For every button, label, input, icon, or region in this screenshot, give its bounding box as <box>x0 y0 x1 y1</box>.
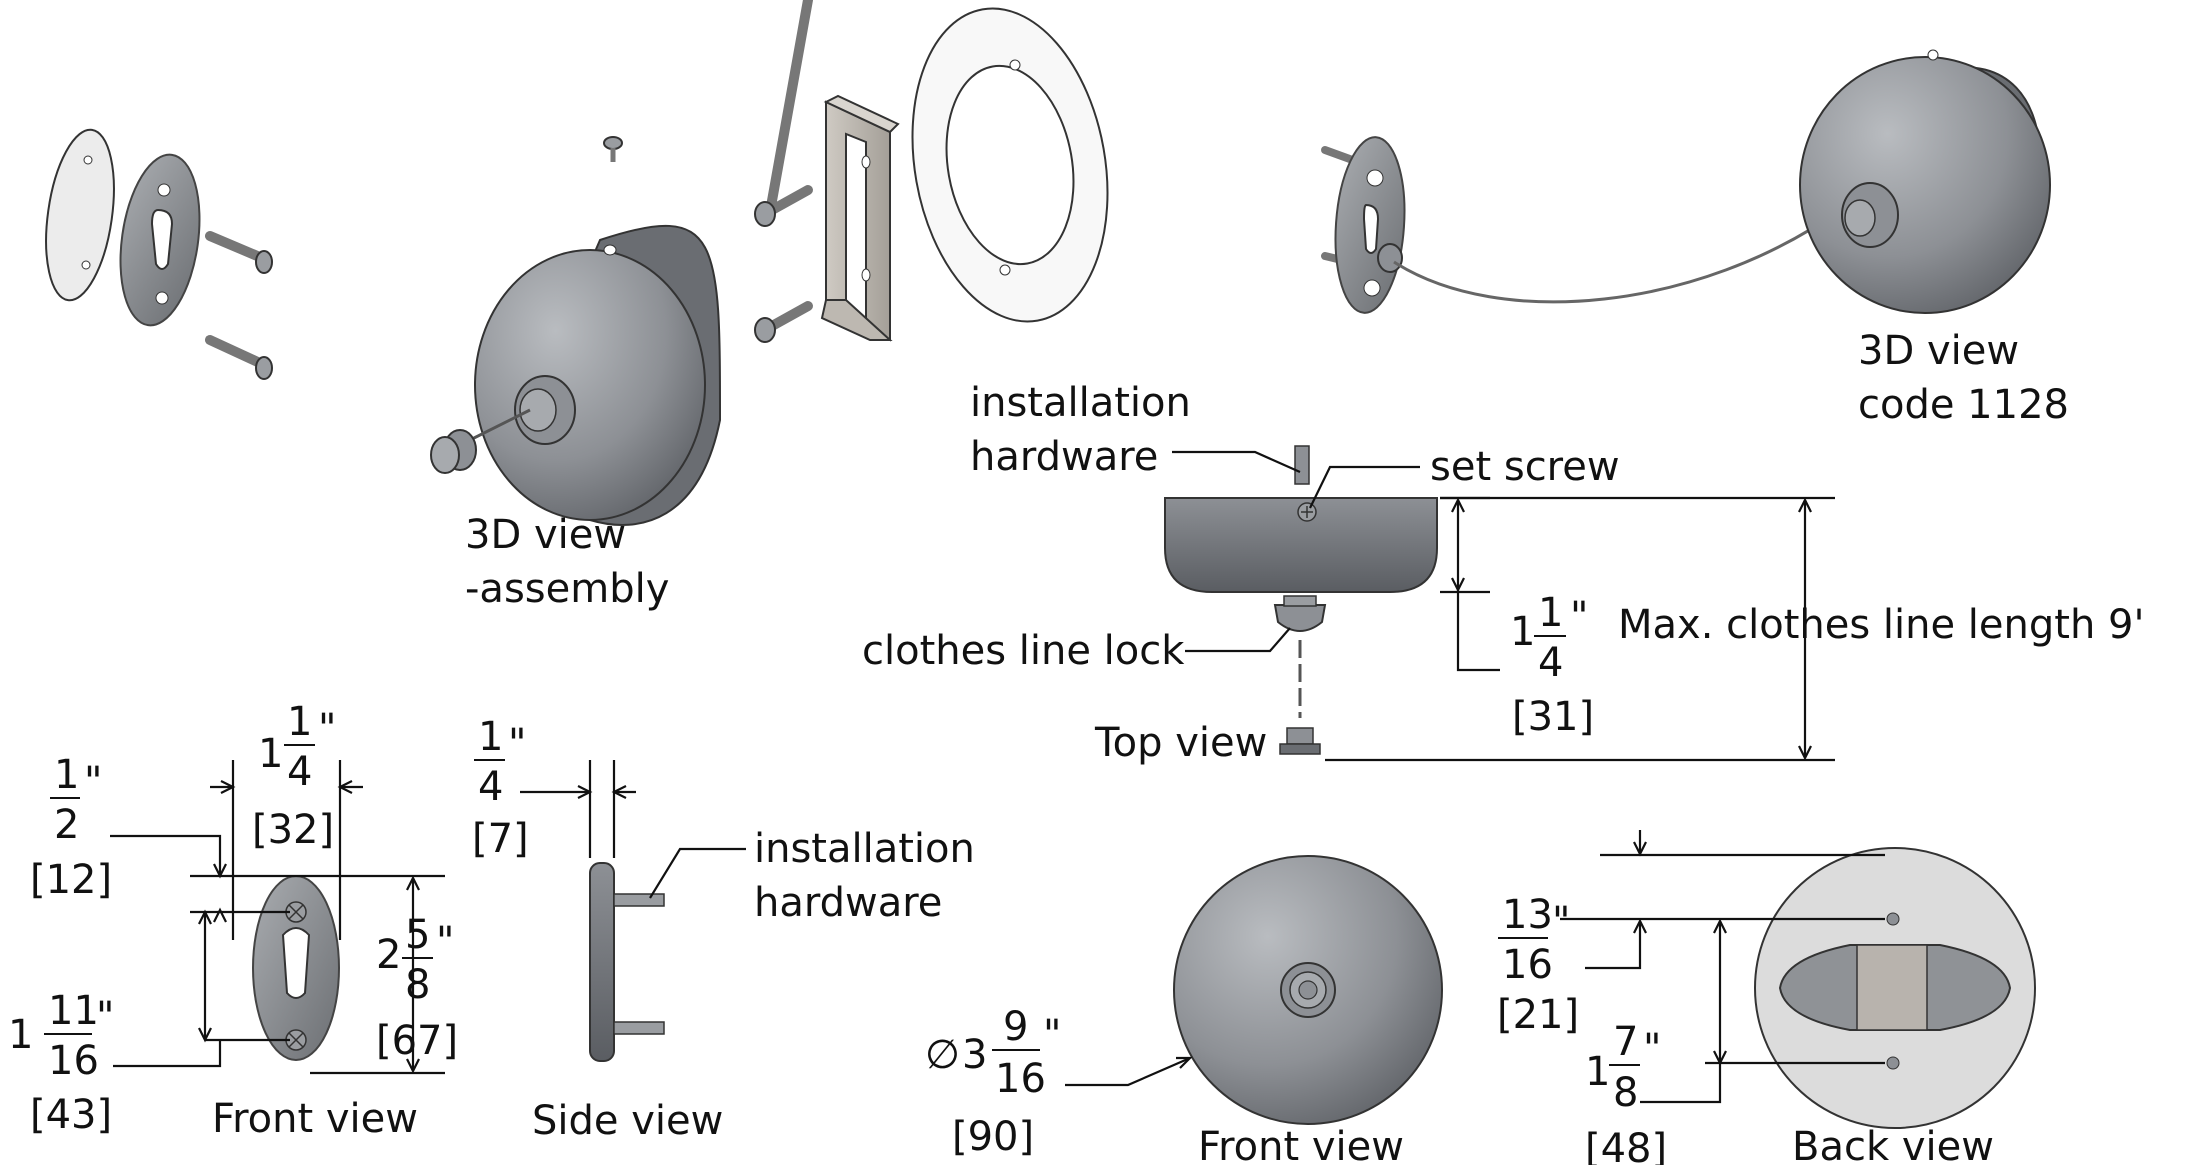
svg-text:[32]: [32] <box>252 807 334 853</box>
plate-hole-spacing-dimension: 1 11 16 " [43] <box>8 988 114 1138</box>
code-view-label-line1: 3D view <box>1858 328 2019 374</box>
side-view-label: Side view <box>532 1098 723 1144</box>
svg-text:16: 16 <box>995 1056 1046 1102</box>
assembly-view-label-line2: -assembly <box>465 566 669 612</box>
svg-text:[43]: [43] <box>30 1092 112 1138</box>
side-installation-hardware-label-line1: installation <box>754 826 975 872</box>
svg-text:1: 1 <box>1538 590 1563 636</box>
svg-text:9: 9 <box>1003 1004 1028 1050</box>
svg-text:": " <box>96 994 114 1040</box>
top-installation-hardware-label-line1: installation <box>970 380 1191 426</box>
svg-text:8: 8 <box>1613 1070 1638 1116</box>
svg-text:4: 4 <box>287 749 312 795</box>
top-installation-hardware-label-line2: hardware <box>970 434 1158 480</box>
max-length-label: Max. clothes line length 9' <box>1618 602 2144 648</box>
svg-text:[21]: [21] <box>1497 992 1579 1038</box>
code-view-label-line2: code 1128 <box>1858 382 2069 428</box>
svg-text:3: 3 <box>962 1032 987 1078</box>
svg-text:2: 2 <box>54 802 79 848</box>
svg-text:11: 11 <box>48 988 99 1034</box>
back-view-label: Back view <box>1792 1124 1994 1165</box>
svg-text:1: 1 <box>54 752 79 798</box>
svg-text:5: 5 <box>405 912 430 958</box>
svg-text:[48]: [48] <box>1585 1126 1667 1165</box>
svg-text:": " <box>1552 899 1570 945</box>
exploded-assembly-view: 3D view -assembly <box>45 0 1109 612</box>
reel-housing-3d <box>469 224 722 526</box>
top-view: installation hardware set screw clothes … <box>862 380 2144 766</box>
wall-gasket-large <box>911 7 1109 323</box>
svg-text:13: 13 <box>1502 892 1553 938</box>
svg-text:1: 1 <box>1510 609 1535 655</box>
svg-text:∅: ∅ <box>925 1032 960 1078</box>
svg-text:[67]: [67] <box>376 1018 458 1064</box>
svg-text:4: 4 <box>478 764 503 810</box>
svg-text:": " <box>1043 1012 1061 1058</box>
svg-text:": " <box>318 706 336 752</box>
svg-text:1: 1 <box>8 1012 33 1058</box>
back-top-offset-dimension: 13 16 " [21] <box>1497 892 1579 1038</box>
assembly-view-label-line1: 3D view <box>465 512 626 558</box>
plate-front-view: 1 1 4 " [32] 1 2 " [12] 2 5 8 <box>8 699 458 1142</box>
svg-text:4: 4 <box>1538 640 1563 686</box>
plate-side-view: 1 4 " [7] installation hardware Side vie… <box>472 714 975 1144</box>
svg-text:": " <box>1643 1026 1661 1072</box>
set-screw-label: set screw <box>1430 444 1620 490</box>
svg-text:1: 1 <box>258 731 283 777</box>
line-knob-3d <box>430 429 477 474</box>
plate-front-view-label: Front view <box>212 1096 418 1142</box>
reel-front-view: ∅ 3 9 16 " [90] Front view <box>925 855 1443 1165</box>
svg-text:8: 8 <box>405 962 430 1008</box>
svg-text:": " <box>508 721 526 767</box>
side-thickness-dimension: 1 4 " [7] <box>472 714 529 862</box>
svg-text:": " <box>84 759 102 805</box>
svg-text:[12]: [12] <box>30 857 112 903</box>
wall-gasket-small <box>45 128 115 302</box>
installed-3d-view: 3D view code 1128 <box>1321 49 2069 428</box>
svg-text:2: 2 <box>376 932 401 978</box>
svg-text:16: 16 <box>1502 942 1553 988</box>
plate-width-dimension: 1 1 4 " [32] <box>252 699 336 853</box>
set-screw-3d <box>603 136 623 162</box>
mounting-screw-lower <box>205 335 273 380</box>
side-installation-hardware-label-line2: hardware <box>754 880 942 926</box>
svg-text:1: 1 <box>1585 1049 1610 1095</box>
svg-text:[7]: [7] <box>472 816 529 862</box>
svg-text:1: 1 <box>287 699 312 745</box>
plate-height-dimension: 2 5 8 " [67] <box>376 912 458 1064</box>
svg-text:7: 7 <box>1613 1019 1638 1065</box>
plate-top-offset-dimension: 1 2 " [12] <box>30 752 112 903</box>
svg-text:16: 16 <box>48 1038 99 1084</box>
svg-text:[31]: [31] <box>1512 694 1594 740</box>
reel-back-view: 13 16 " [21] 1 7 8 " [48] Back view <box>1497 830 2036 1165</box>
mounting-bracket-3d <box>820 94 900 342</box>
svg-text:[90]: [90] <box>952 1114 1034 1160</box>
bracket-screw-upper <box>754 0 813 227</box>
reel-front-view-label: Front view <box>1198 1124 1404 1165</box>
back-hole-spacing-dimension: 1 7 8 " [48] <box>1585 1019 1667 1165</box>
svg-text:": " <box>1570 594 1588 640</box>
clothes-line-lock-label: clothes line lock <box>862 628 1185 674</box>
top-height-dimension: 1 1 4 " [31] <box>1510 590 1594 740</box>
mounting-screw-upper <box>205 231 273 274</box>
bracket-screw-lower <box>754 301 813 343</box>
reel-diameter-dimension: ∅ 3 9 16 " [90] <box>925 1004 1061 1160</box>
svg-text:1: 1 <box>478 714 503 760</box>
top-view-label: Top view <box>1094 720 1267 766</box>
svg-text:": " <box>436 919 454 965</box>
